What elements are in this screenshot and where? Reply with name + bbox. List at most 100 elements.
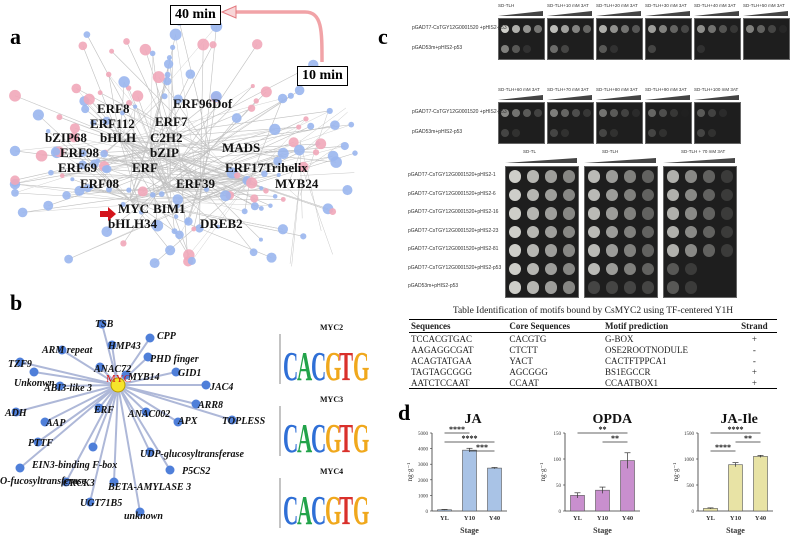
dilution-wedge xyxy=(694,95,739,100)
network-edge xyxy=(74,127,181,161)
myc-neighbor-label: ADH xyxy=(4,408,28,419)
network-node xyxy=(151,219,164,232)
y1h-plate xyxy=(547,18,594,60)
sig-label: **** xyxy=(462,434,478,443)
network-node xyxy=(303,116,309,122)
yeast-spot xyxy=(641,169,655,183)
yeast-spot xyxy=(587,244,601,257)
yeast-spot xyxy=(526,169,540,183)
yeast-spot xyxy=(720,188,734,202)
network-edge xyxy=(289,178,301,264)
yeast-spot xyxy=(587,207,601,220)
yeast-spot xyxy=(587,169,601,183)
network-edge xyxy=(299,107,347,142)
network-node xyxy=(253,98,259,104)
network-node xyxy=(90,159,99,169)
myc-neighbor-label: TOPLESS xyxy=(222,416,266,427)
network-edge xyxy=(108,74,121,141)
myc-center-node xyxy=(110,377,126,393)
chart-title: OPDA xyxy=(593,412,634,427)
sig-label: ** xyxy=(599,425,607,434)
cell: AGCGGG xyxy=(509,366,548,377)
myc-neighbor-label: MYB14 xyxy=(127,372,160,383)
network-node xyxy=(165,245,176,256)
plate-row-label: pGADT7-CsTGY12G0001520+pHIS2-1 xyxy=(408,172,496,178)
yeast-spot xyxy=(560,25,569,33)
myc-neighbor-node xyxy=(97,319,107,329)
yeast-spot xyxy=(684,262,698,276)
plate-header: SD-TLH+20 mM 3AT xyxy=(596,3,638,8)
network-node xyxy=(258,206,264,211)
network-node xyxy=(209,41,217,49)
plate-header: SD-TLH+60 mM 3AT xyxy=(498,87,540,92)
yeast-spot xyxy=(621,109,630,117)
myc-edge xyxy=(65,384,119,483)
network-node xyxy=(32,109,44,121)
network-node xyxy=(163,59,174,69)
gene-label: ERF8 xyxy=(97,101,130,116)
network-edge xyxy=(299,161,333,255)
network-edge xyxy=(72,178,131,201)
myc-neighbor-label: PHD finger xyxy=(150,354,199,365)
network-edge xyxy=(276,177,301,200)
network-edge xyxy=(14,149,151,194)
yeast-spot xyxy=(598,109,607,117)
yeast-spot xyxy=(641,262,655,276)
myc-neighbor-label: JAC4 xyxy=(209,382,233,393)
yeast-spot xyxy=(544,262,558,276)
cell: + xyxy=(731,377,777,389)
yeast-spot xyxy=(707,25,716,33)
logo-letter: G xyxy=(325,417,341,462)
network-node xyxy=(43,200,54,211)
myc-edge xyxy=(15,384,119,413)
yeast-spot xyxy=(702,169,716,183)
myc-neighbor-label: BETA-AMYLASE 3 xyxy=(107,482,191,493)
network-node xyxy=(158,191,165,197)
network-node xyxy=(83,93,95,105)
network-node xyxy=(246,177,258,189)
myc-neighbor-label: TZF9 xyxy=(8,359,32,370)
myc-neighbor-node xyxy=(191,399,201,409)
y-tick-label: 0 xyxy=(559,510,562,515)
myc-neighbor-node xyxy=(33,437,43,447)
dilution-wedge xyxy=(498,95,543,100)
gene-label: MYB24 xyxy=(275,176,319,191)
network-edge xyxy=(79,189,171,192)
network-node xyxy=(247,104,256,112)
network-node xyxy=(35,149,48,162)
plate-row-label: pGADT7-CsTGY12G0001520+pHIS2-23 xyxy=(408,227,499,234)
cell: + xyxy=(751,366,757,377)
myc-neighbor-node xyxy=(165,465,175,475)
yeast-spot xyxy=(526,281,540,294)
yeast-spot xyxy=(572,25,581,33)
network-edge xyxy=(38,114,131,201)
y-tick-label: 4000 xyxy=(418,448,429,453)
myc-neighbor-label: TSB xyxy=(95,319,114,330)
network-node xyxy=(298,161,309,172)
plate-row-label: pGADT7-CsTGY12G0001520+pHIS2-81 xyxy=(408,246,499,252)
time-box-40min: 40 min xyxy=(170,5,221,25)
yeast-spot xyxy=(666,207,680,220)
y1h-plate xyxy=(596,102,643,144)
network-node xyxy=(294,85,305,96)
gene-label: ERF69 xyxy=(58,160,98,175)
network-edge xyxy=(169,57,181,161)
gene-label: ERF112 xyxy=(90,116,135,131)
network-edge xyxy=(82,153,131,201)
network-edge xyxy=(188,149,211,222)
myc-neighbor-node xyxy=(61,477,71,487)
network-node xyxy=(101,226,113,237)
myc-neighbor-label: unknown xyxy=(124,511,163,522)
myc-neighbor-node xyxy=(88,442,98,452)
network-node xyxy=(48,169,54,176)
dilution-wedge xyxy=(498,11,543,16)
network-node xyxy=(280,196,286,202)
y-tick-label: 1000 xyxy=(684,458,695,463)
network-edge xyxy=(119,96,165,141)
yeast-spot xyxy=(562,281,576,294)
myc-neighbor-node xyxy=(15,463,25,473)
yeast-spot xyxy=(684,244,698,257)
